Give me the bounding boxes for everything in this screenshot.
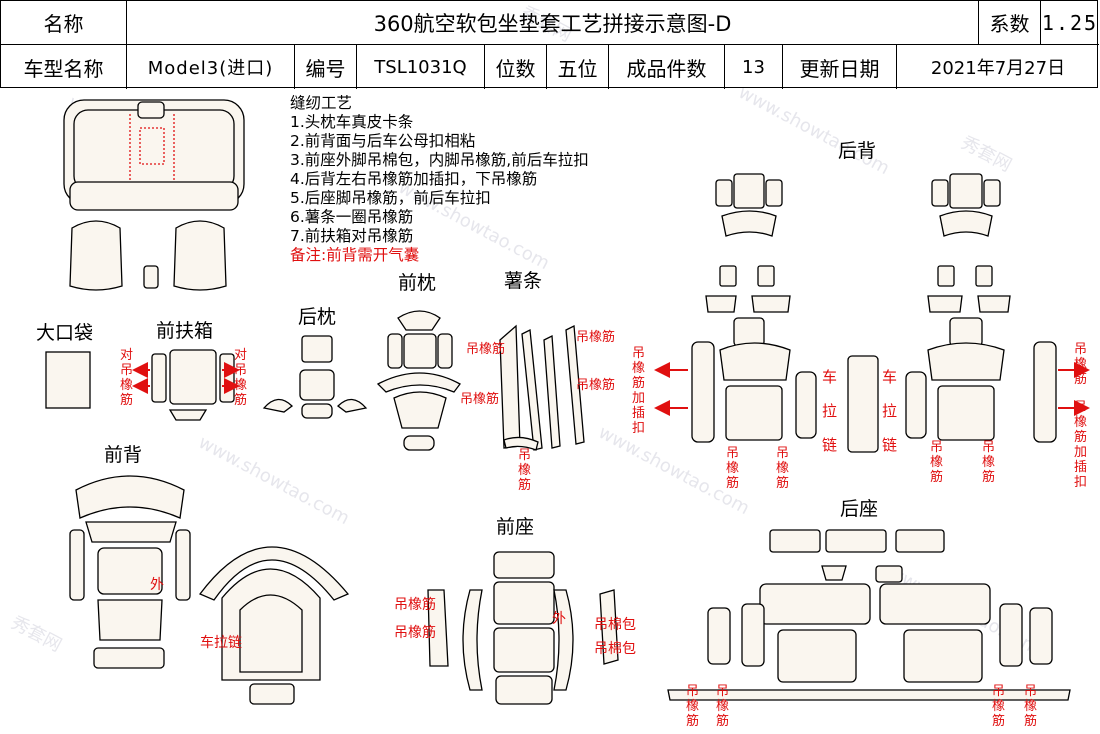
label-front-headrest: 前枕 (398, 272, 437, 294)
title-table: 名称 360航空软包坐垫套工艺拼接示意图-D 系数 1.25 车型名称 Mode… (0, 0, 1099, 89)
front-seat-pieces (427, 551, 619, 705)
note-front-seat-1: 吊橡筋 (394, 597, 436, 613)
note-item-6: 6.薯条一圈吊橡筋 (290, 208, 414, 226)
model-label: 车型名称 (1, 45, 127, 89)
note-strip-3: 吊橡筋 (576, 330, 616, 345)
rear-back-left-pieces (691, 173, 817, 443)
note-rear-back-right-cha: 吊橡筋加插扣 (1074, 400, 1088, 490)
front-headrest-pieces (376, 310, 461, 451)
note-rear-seat-1: 吊橡筋 (686, 684, 700, 729)
update-label: 更新日期 (783, 45, 897, 89)
note-front-seat-outer: 外 (552, 611, 566, 627)
rear-headrest-pieces (262, 335, 368, 419)
notes-remark: 备注:前背需开气囊 (290, 246, 420, 264)
note-front-seat-bag-2: 吊棉包 (594, 641, 636, 657)
note-armrest-right: 对吊橡筋 (234, 348, 248, 408)
note-front-seat-bag-1: 吊棉包 (594, 617, 636, 633)
label-strips: 薯条 (504, 270, 543, 292)
note-rear-back-right: 吊橡筋 (1074, 342, 1088, 387)
note-front-back-outer: 外 (150, 577, 164, 593)
note-rear-seat-2: 吊橡筋 (716, 684, 730, 729)
note-front-back-zip: 车拉链 (200, 635, 242, 651)
note-strip-5: 吊橡筋 (518, 448, 532, 493)
pieces-value: 13 (725, 45, 783, 89)
note-zip-left: 车拉链 (822, 368, 838, 454)
label-rear-headrest: 后枕 (298, 306, 337, 328)
seat-overview-rear (63, 99, 245, 211)
note-zip-right: 车拉链 (882, 368, 898, 454)
model-value: Model3(进口) (127, 45, 295, 89)
note-armrest-left: 对吊橡筋 (120, 348, 134, 408)
note-item-5: 5.后座脚吊橡筋，前后车拉扣 (290, 189, 491, 207)
notes-title: 缝纫工艺 (290, 94, 353, 112)
note-item-1: 1.头枕车真皮卡条 (290, 113, 414, 131)
strip-pieces (499, 324, 585, 451)
seats-value: 五位 (547, 45, 609, 89)
code-label: 编号 (295, 45, 357, 89)
note-rear-seat-4: 吊橡筋 (1024, 684, 1038, 729)
note-rear-back-bottom-3: 吊橡筋 (930, 440, 944, 485)
rear-back-zip-piece (847, 355, 879, 453)
arrow-group (132, 362, 1090, 416)
note-item-3: 3.前座外脚吊棉包，内脚吊橡筋,前后车拉扣 (290, 151, 589, 169)
coef-value: 1.25 (1041, 1, 1099, 45)
note-strip-2: 吊橡筋 (460, 392, 500, 407)
note-rear-back-bottom-1: 吊橡筋 (726, 446, 740, 491)
label-rear-seat: 后座 (840, 498, 879, 520)
front-armrest-pieces (151, 349, 235, 421)
note-front-seat-2: 吊橡筋 (394, 625, 436, 641)
note-item-4: 4.后背左右吊橡筋加插扣，下吊橡筋 (290, 170, 538, 188)
big-pocket-piece (45, 351, 91, 409)
label-rear-back: 后背 (838, 140, 877, 162)
note-rear-back-bottom-2: 吊橡筋 (776, 446, 790, 491)
note-rear-back-bottom-4: 吊橡筋 (982, 440, 996, 485)
label-big-pocket: 大口袋 (36, 322, 94, 344)
name-label: 名称 (1, 1, 127, 45)
diagram-title: 360航空软包坐垫套工艺拼接示意图-D (127, 1, 979, 45)
front-back-rear-pieces (198, 546, 350, 705)
rear-seat-pieces (667, 529, 1071, 701)
note-item-7: 7.前扶箱对吊橡筋 (290, 227, 414, 245)
note-rear-seat-3: 吊橡筋 (992, 684, 1006, 729)
code-value: TSL1031Q (357, 45, 485, 89)
note-rear-back-left: 吊橡筋加插扣 (632, 346, 646, 436)
rear-back-right-pieces (905, 173, 1057, 443)
pieces-label: 成品件数 (609, 45, 725, 89)
seat-overview-front (69, 220, 227, 291)
coef-label: 系数 (979, 1, 1041, 45)
note-item-2: 2.前背面与后车公母扣相粘 (290, 132, 476, 150)
label-front-armrest: 前扶箱 (156, 320, 214, 342)
sewing-notes: 缝纫工艺 1.头枕车真皮卡条 2.前背面与后车公母扣相粘 3.前座外脚吊棉包，内… (290, 94, 589, 265)
note-strip-4: 吊橡筋 (576, 378, 616, 393)
update-value: 2021年7月27日 (930, 58, 1066, 79)
seats-label: 位数 (485, 45, 547, 89)
front-back-pieces (69, 475, 191, 669)
label-front-seat: 前座 (496, 516, 535, 538)
note-strip-1: 吊橡筋 (466, 342, 506, 357)
label-front-back: 前背 (104, 444, 143, 466)
